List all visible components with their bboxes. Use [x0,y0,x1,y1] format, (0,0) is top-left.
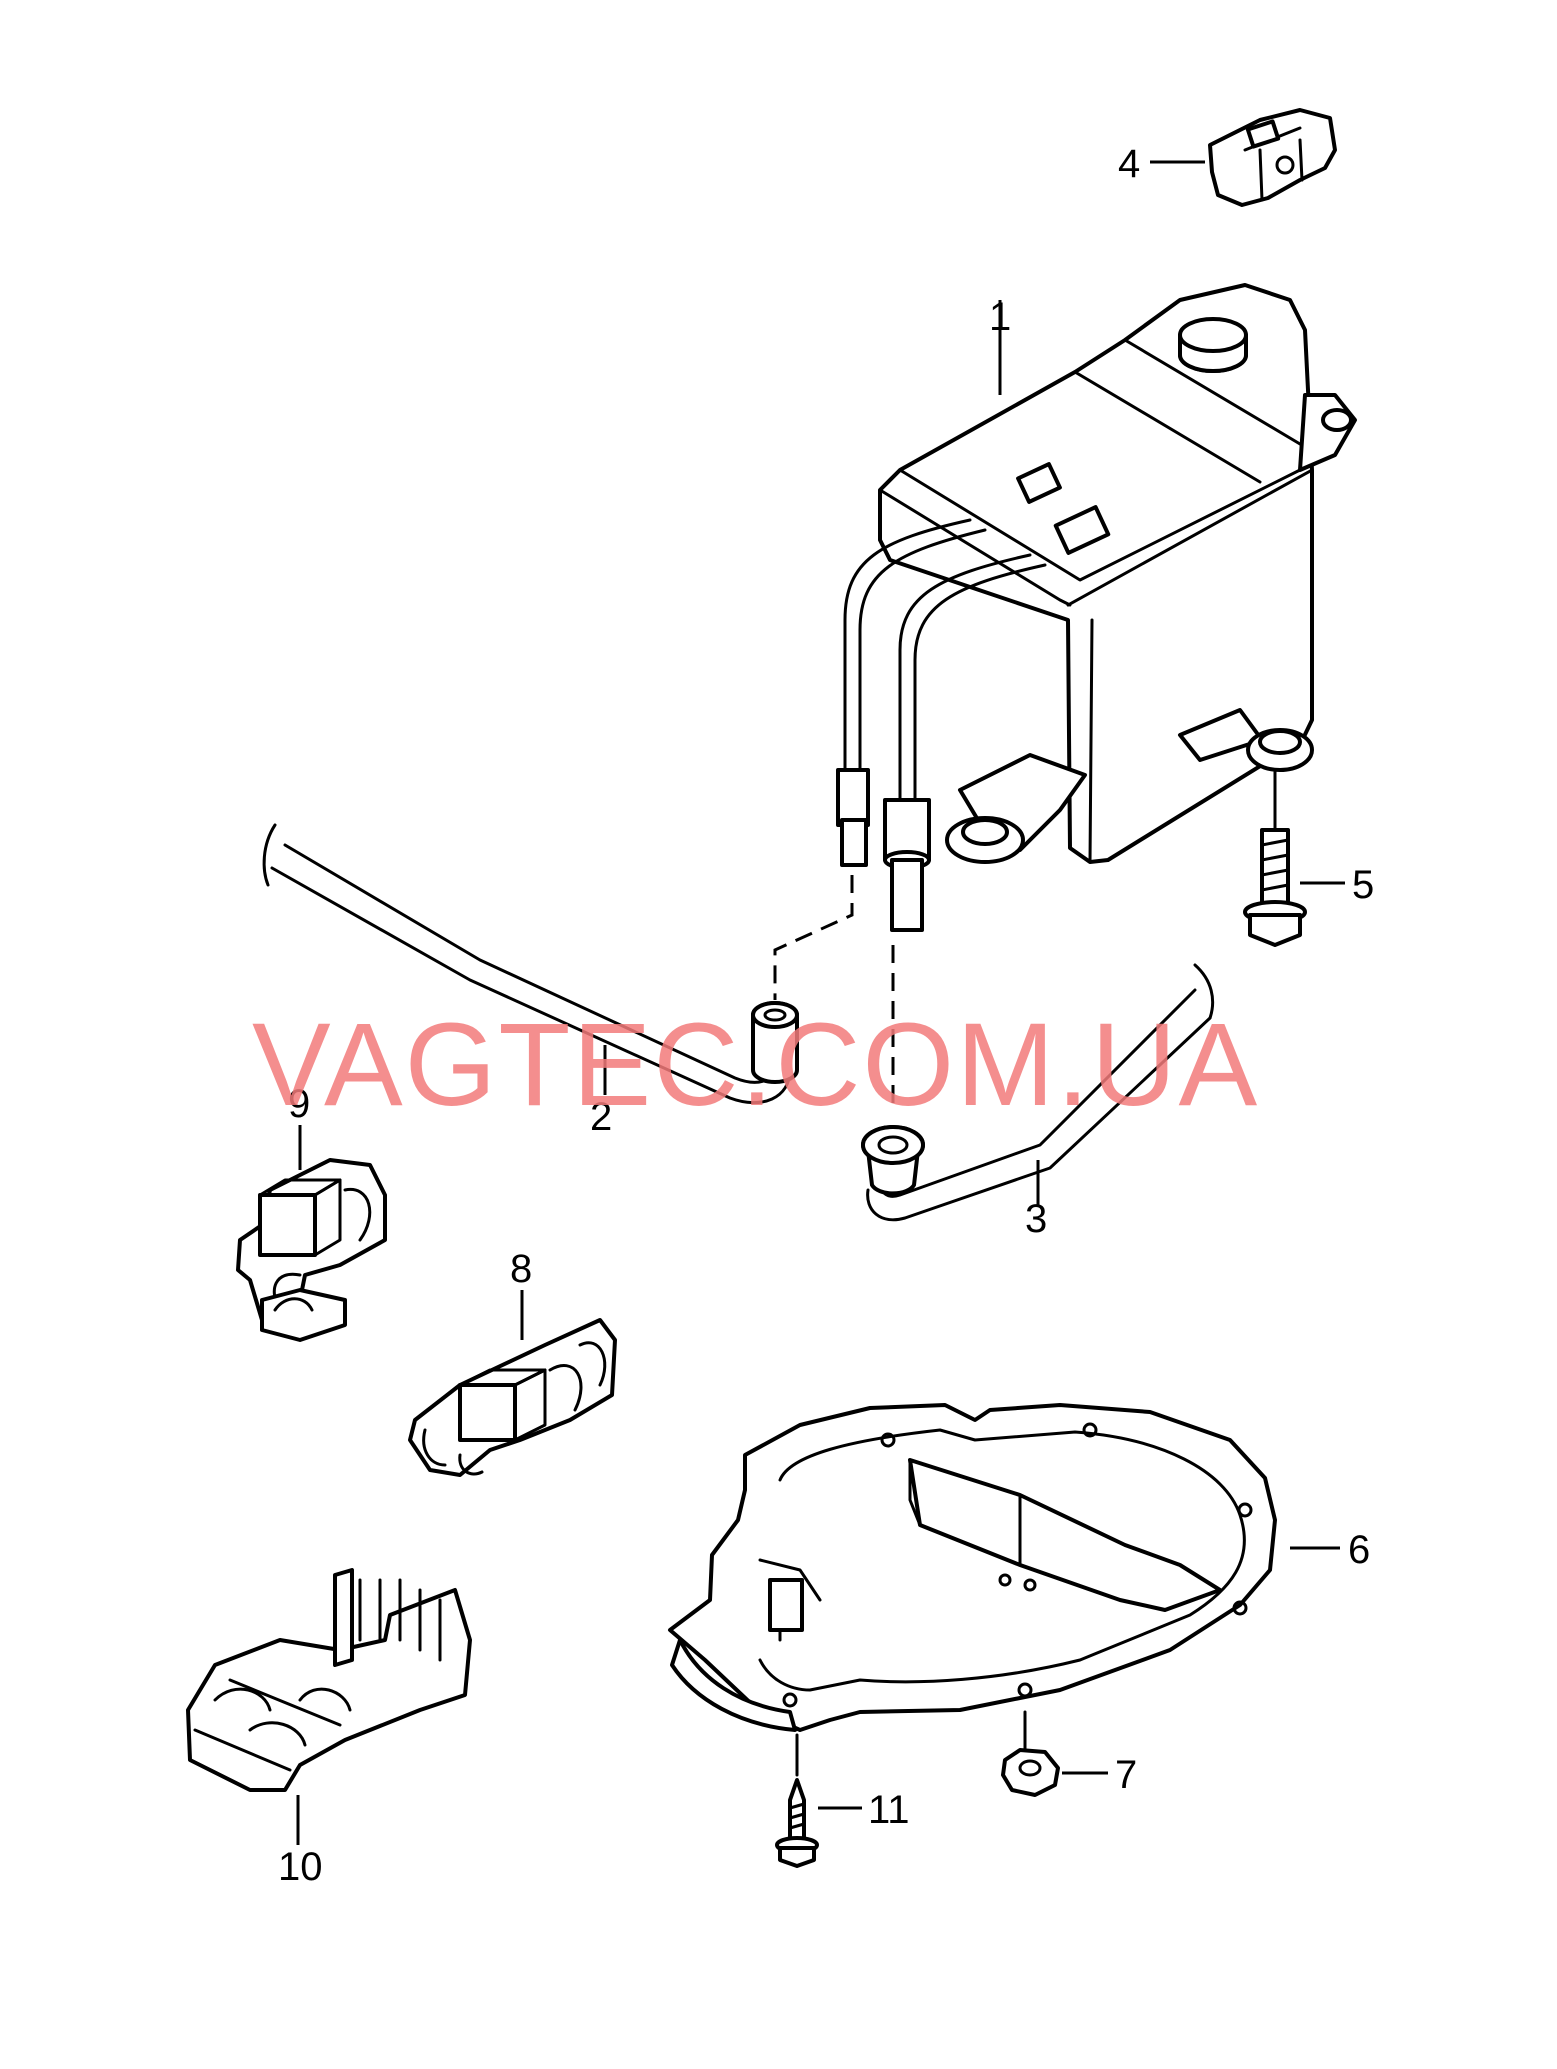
callout-7: 7 [1115,1753,1137,1797]
canister-hoses [836,462,1111,932]
connector-dash-2 [773,875,854,1000]
part-3-pipe [861,963,1215,1222]
part-6-bracket [668,1403,1277,1732]
callout-1: 1 [989,295,1011,339]
part-8-clip [408,1318,617,1477]
watermark: VAGTEC.COM.UA [252,999,1259,1131]
callout-2: 2 [590,1095,612,1139]
callout-9: 9 [288,1082,310,1126]
callout-5: 5 [1352,863,1374,907]
part-4-clip [1208,108,1337,207]
callout-4: 4 [1118,142,1140,186]
callout-10: 10 [278,1845,323,1889]
callout-6: 6 [1348,1528,1370,1572]
part-5-bolt [1243,770,1307,947]
part-10-holder [186,1568,472,1792]
part-1-canister [878,283,1357,864]
part-9-clip [236,1158,387,1342]
canister-mounts [945,708,1314,864]
part-11-screw [775,1733,819,1868]
part-2-pipe [262,823,799,1105]
part-7-nut [1001,1710,1060,1797]
callout-11: 11 [868,1788,910,1832]
callout-3: 3 [1025,1197,1047,1241]
callout-8: 8 [510,1247,532,1291]
